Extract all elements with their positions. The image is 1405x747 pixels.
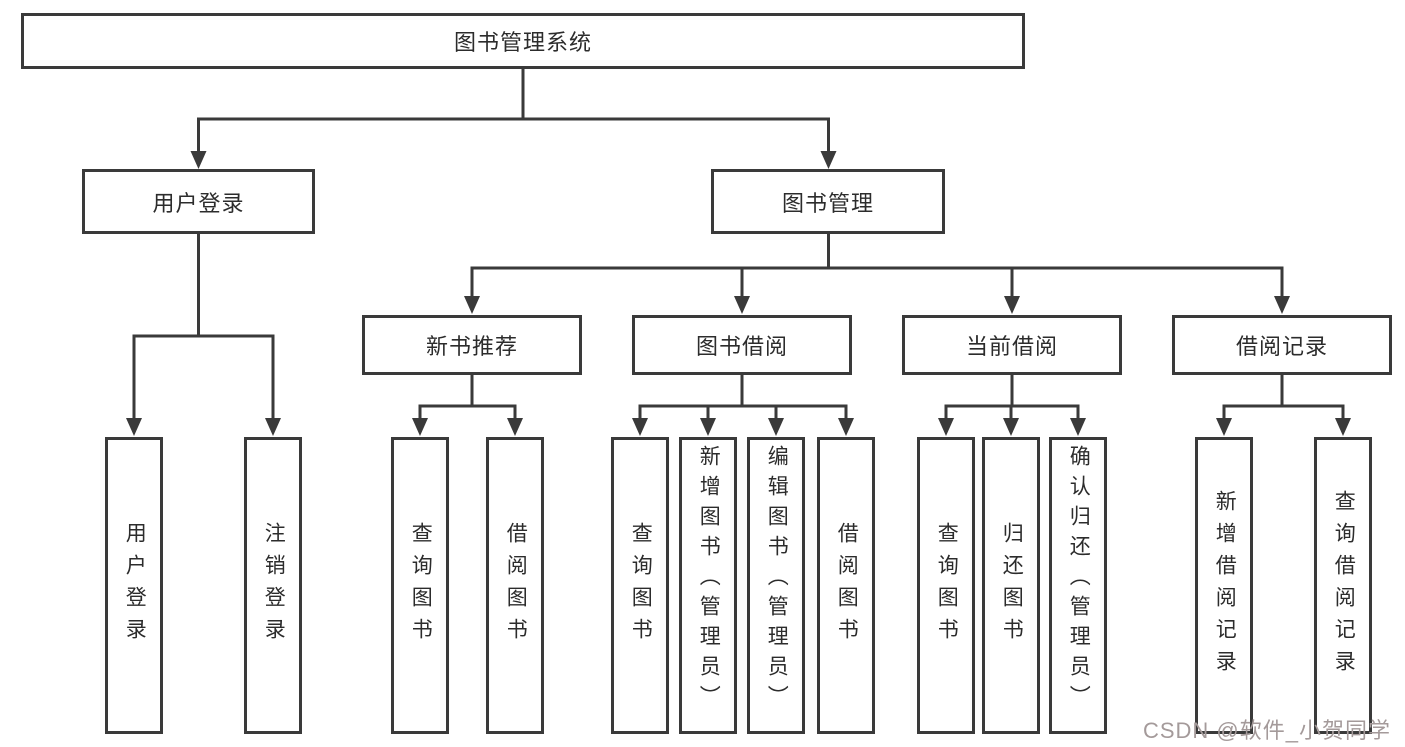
node-label: 用户登录 (123, 521, 147, 650)
node-label: 新增图书（管理员） (697, 445, 721, 715)
node-book-management: 图书管理 (711, 169, 945, 234)
node-label: 注销登录 (262, 521, 286, 650)
node-user-login: 用户登录 (82, 169, 315, 234)
node-label: 借阅图书 (504, 521, 528, 650)
node-label: 查询图书 (935, 521, 959, 650)
node-label: 查询借阅记录 (1332, 489, 1356, 682)
node-leaf-logout: 注销登录 (244, 437, 302, 734)
node-leaf-query-books: 查询图书 (611, 437, 669, 734)
node-label: 确认归还（管理员） (1067, 445, 1091, 715)
node-leaf-query-books: 查询图书 (917, 437, 975, 734)
node-book-management-system: 图书管理系统 (21, 13, 1025, 69)
node-label: 查询图书 (409, 521, 433, 650)
node-leaf-edit-books-admin: 编辑图书（管理员） (747, 437, 805, 734)
node-current-borrowing: 当前借阅 (902, 315, 1122, 375)
node-label: 当前借阅 (965, 334, 1058, 359)
node-label: 查询图书 (629, 521, 653, 650)
node-leaf-return-books: 归还图书 (982, 437, 1040, 734)
node-new-book-recommendation: 新书推荐 (362, 315, 582, 375)
node-leaf-confirm-return-admin: 确认归还（管理员） (1049, 437, 1107, 734)
node-label: 归还图书 (1000, 521, 1024, 650)
node-book-borrowing: 图书借阅 (632, 315, 852, 375)
csdn-watermark: CSDN @软件_小贺同学 (1142, 718, 1391, 743)
node-label: 新书推荐 (425, 334, 518, 359)
node-label: 编辑图书（管理员） (765, 445, 789, 715)
node-leaf-borrow-books: 借阅图书 (817, 437, 875, 734)
node-leaf-user-login: 用户登录 (105, 437, 163, 734)
node-label: 图书管理系统 (453, 30, 592, 55)
connector-edges (132, 66, 1345, 422)
node-leaf-borrow-books: 借阅图书 (486, 437, 544, 734)
node-label: 图书借阅 (695, 334, 788, 359)
node-label: 图书管理 (781, 190, 874, 216)
node-leaf-add-borrow-record: 新增借阅记录 (1195, 437, 1253, 734)
node-label: 新增借阅记录 (1213, 489, 1237, 682)
node-label: 用户登录 (152, 190, 245, 216)
node-leaf-query-borrow-record: 查询借阅记录 (1314, 437, 1372, 734)
node-label: 借阅记录 (1235, 334, 1328, 359)
node-leaf-add-books-admin: 新增图书（管理员） (679, 437, 737, 734)
node-label: 借阅图书 (835, 521, 859, 650)
node-borrowing-records: 借阅记录 (1172, 315, 1392, 375)
node-leaf-query-books: 查询图书 (391, 437, 449, 734)
